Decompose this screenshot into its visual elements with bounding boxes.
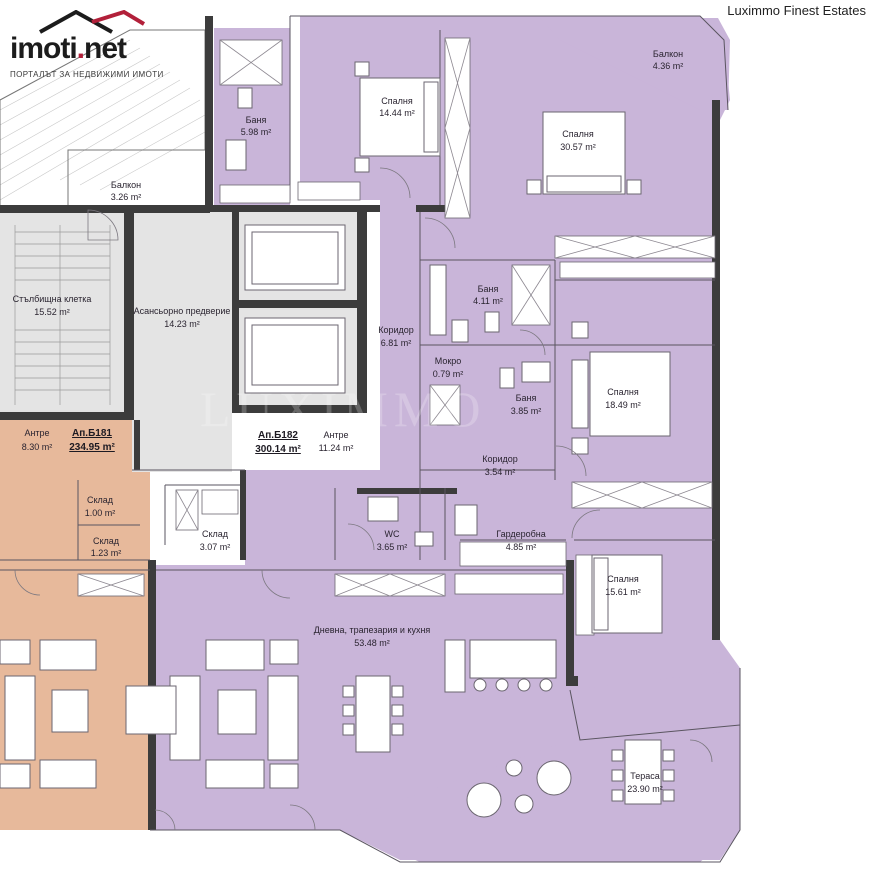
room-label: Склад bbox=[202, 529, 229, 539]
house-roof-icon bbox=[39, 10, 146, 34]
brand-tagline: ПОРТАЛЪТ ЗА НЕДВИЖИМИ ИМОТИ bbox=[10, 70, 164, 79]
room-area: 1.23 m² bbox=[91, 548, 122, 558]
room-label: Антре bbox=[323, 430, 348, 440]
apartment-area: 300.14 m² bbox=[255, 444, 301, 455]
stair-fill bbox=[0, 210, 130, 418]
room-label: Коридор bbox=[378, 325, 414, 335]
room-label: Баня bbox=[246, 115, 267, 125]
room-label: Антре bbox=[24, 428, 49, 438]
room-area: 14.44 m² bbox=[379, 108, 415, 118]
room-label: Дневна, трапезария и кухня bbox=[314, 625, 431, 635]
room-label: Спалня bbox=[562, 129, 594, 139]
room-area: 4.11 m² bbox=[473, 296, 503, 306]
agency-name: Luximmo Finest Estates bbox=[727, 3, 866, 18]
room-label: Спалня bbox=[607, 574, 639, 584]
room-area: 0.79 m² bbox=[433, 369, 464, 379]
apartment-label: Ап.Б181 bbox=[72, 428, 112, 439]
room-label: Спалня bbox=[607, 387, 639, 397]
watermark: LUXIMMO bbox=[200, 381, 487, 437]
room-area: 15.61 m² bbox=[605, 587, 641, 597]
elevators bbox=[244, 224, 346, 394]
room-label: Спалня bbox=[381, 96, 413, 106]
built-in-wardrobes bbox=[77, 37, 716, 636]
elevator-lobby-fill bbox=[132, 212, 232, 472]
room-label: WC bbox=[385, 529, 400, 539]
partitions bbox=[0, 15, 741, 863]
room-label: Тераса bbox=[630, 771, 660, 781]
room-area: 11.24 m² bbox=[319, 443, 354, 453]
room-area: 4.36 m² bbox=[653, 61, 684, 71]
bathroom-fixtures bbox=[225, 87, 551, 547]
room-label: Гардеробна bbox=[496, 529, 546, 539]
room-area: 6.81 m² bbox=[381, 338, 412, 348]
room-area: 8.30 m² bbox=[22, 442, 53, 452]
room-label: Стълбищна клетка bbox=[13, 294, 92, 304]
room-label: Баня bbox=[478, 284, 499, 294]
beds bbox=[354, 61, 671, 634]
apartment-area: 234.95 m² bbox=[69, 442, 115, 453]
room-labels: Балкон 4.36 m² Спалня 14.44 m² Баня 5.98… bbox=[13, 49, 684, 794]
room-label: Коридор bbox=[482, 454, 518, 464]
room-area: 3.26 m² bbox=[111, 192, 142, 202]
room-area: 30.57 m² bbox=[560, 142, 596, 152]
room-area: 4.85 m² bbox=[506, 542, 537, 552]
room-area: 18.49 m² bbox=[605, 400, 641, 410]
room-label: Склад bbox=[93, 536, 120, 546]
room-area: 3.54 m² bbox=[485, 467, 516, 477]
apartment-label: Ап.Б182 bbox=[258, 430, 298, 441]
staircase bbox=[14, 225, 111, 405]
room-area: 3.07 m² bbox=[200, 542, 231, 552]
terrace-furniture bbox=[466, 739, 675, 818]
room-area: 3.65 m² bbox=[377, 542, 408, 552]
room-area: 14.23 m² bbox=[164, 319, 200, 329]
room-label: Балкон bbox=[653, 49, 683, 59]
door-swings bbox=[14, 167, 713, 831]
room-area: 1.00 m² bbox=[85, 508, 116, 518]
b181-furniture bbox=[0, 639, 177, 789]
apartment-tags: Ап.Б181 234.95 m² Ап.Б182 300.14 m² bbox=[69, 428, 301, 455]
room-label: Склад bbox=[87, 495, 114, 505]
room-area: 5.98 m² bbox=[241, 127, 272, 137]
room-area: 53.48 m² bbox=[354, 638, 390, 648]
room-label: Мокро bbox=[435, 356, 462, 366]
room-area: 23.90 m² bbox=[627, 784, 663, 794]
room-label: Асансьорно предверие bbox=[134, 306, 231, 316]
room-label: Балкон bbox=[111, 180, 141, 190]
room-area: 15.52 m² bbox=[34, 307, 70, 317]
room-area: 3.85 m² bbox=[511, 406, 542, 416]
room-label: Баня bbox=[516, 393, 537, 403]
brand-name: imoti.net bbox=[10, 32, 127, 65]
imoti-logo[interactable]: imoti.net ПОРТАЛЪТ ЗА НЕДВИЖИМИ ИМОТИ bbox=[8, 10, 178, 80]
kitchen bbox=[444, 639, 557, 693]
